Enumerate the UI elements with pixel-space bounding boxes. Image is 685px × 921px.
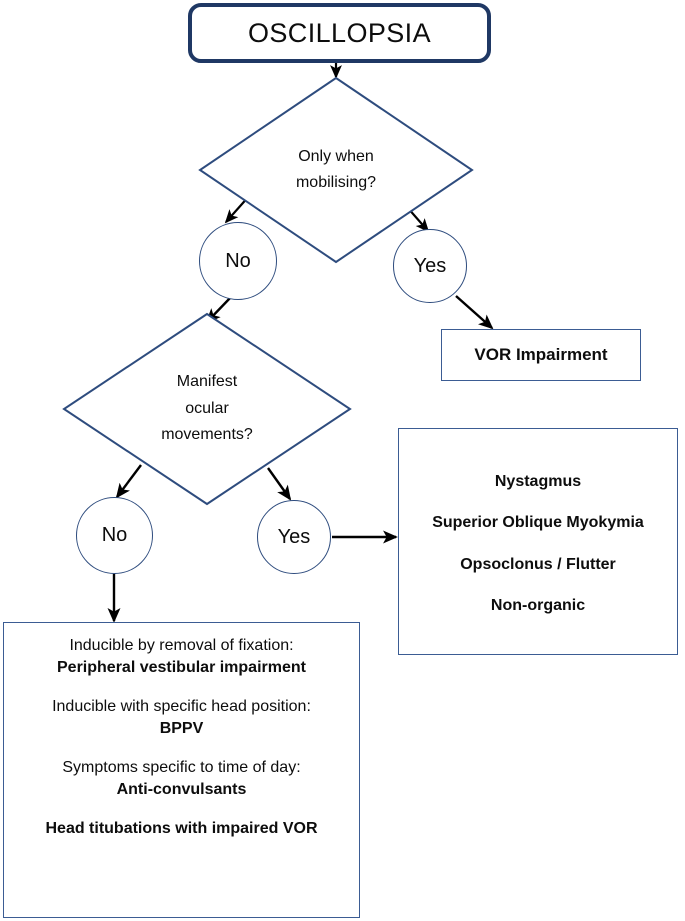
- branch-yes-ocular-movements[interactable]: Yes: [257, 500, 331, 574]
- outcome-vor-impairment[interactable]: VOR Impairment: [441, 329, 641, 381]
- decision-2-line-2: ocular: [185, 399, 229, 417]
- branch-yes-mobilising-label: Yes: [413, 254, 447, 277]
- decision-1-text: Only when mobilising?: [296, 144, 376, 196]
- decision-only-when-mobilising[interactable]: Only when mobilising?: [198, 76, 474, 264]
- non-ocular-cause-item: Symptoms specific to time of day:: [62, 759, 301, 777]
- decision-1-line-2: mobilising?: [295, 174, 377, 191]
- non-ocular-cause-item: Inducible with specific head position:: [52, 698, 311, 716]
- decision-2-line-1: Manifest: [176, 373, 238, 391]
- ocular-cause-item: Opsoclonus / Flutter: [460, 555, 616, 573]
- diamond-shape-2: [62, 312, 352, 506]
- ocular-cause-item: Nystagmus: [494, 473, 582, 491]
- branch-no-ocular-movements[interactable]: No: [76, 497, 153, 574]
- outcome-non-ocular-causes[interactable]: Inducible by removal of fixation: Periphe…: [3, 622, 360, 918]
- non-ocular-cause-item: Head titubations with impaired VOR: [45, 820, 318, 838]
- branch-yes-mobilising[interactable]: Yes: [393, 229, 467, 303]
- ocular-cause-item: Non-organic: [490, 596, 586, 614]
- outcome-vor-impairment-label: VOR Impairment: [474, 345, 608, 364]
- diamond-shape-1: [198, 76, 474, 264]
- branch-yes-ocular-movements-label: Yes: [277, 525, 311, 548]
- decision-2-text: Manifest ocular movements?: [161, 369, 253, 448]
- node-oscillopsia-label: OSCILLOPSIA: [248, 17, 431, 48]
- branch-no-ocular-movements-label: No: [101, 524, 128, 546]
- non-ocular-cause-item: BPPV: [159, 720, 204, 738]
- decision-manifest-ocular-movements[interactable]: Manifest ocular movements?: [62, 312, 352, 506]
- edge-yes1-to-vor: [455, 295, 494, 330]
- node-oscillopsia[interactable]: OSCILLOPSIA: [188, 3, 491, 63]
- non-ocular-cause-item: Peripheral vestibular impairment: [57, 659, 306, 677]
- branch-no-mobilising-label: No: [225, 249, 251, 272]
- branch-no-mobilising[interactable]: No: [199, 222, 277, 300]
- non-ocular-cause-item: Anti-convulsants: [116, 781, 247, 799]
- decision-1-line-1: Only when: [298, 148, 374, 166]
- decision-2-line-3: movements?: [161, 426, 253, 444]
- non-ocular-cause-item: Inducible by removal of fixation:: [69, 637, 294, 654]
- ocular-cause-item: Superior Oblique Myokymia: [432, 514, 644, 532]
